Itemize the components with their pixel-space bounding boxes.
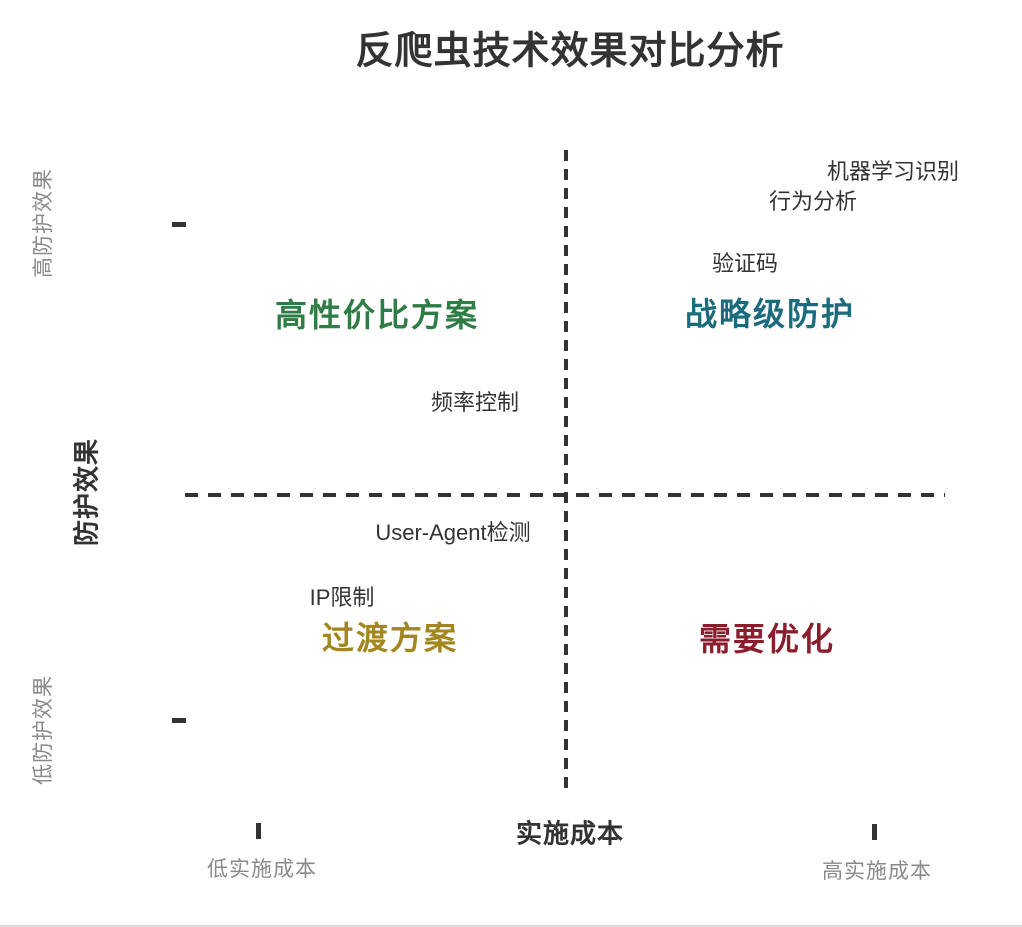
point-label-machine-learning-detection: 机器学习识别 (826, 159, 960, 184)
x-axis-high-label: 高实施成本 (822, 860, 932, 883)
y-axis-high-label: 高防护效果 (32, 168, 55, 278)
x-axis-title: 实施成本 (515, 818, 625, 849)
point-label-rate-limiting: 频率控制 (430, 390, 520, 415)
y-axis-tick-low (172, 718, 186, 723)
x-axis-low-label: 低实施成本 (207, 858, 317, 881)
quadrant-label-top-left: 高性价比方案 (274, 297, 480, 333)
point-label-ip-restriction: IP限制 (309, 585, 375, 610)
y-axis-low-label: 低防护效果 (32, 675, 55, 785)
point-label-behavior-analysis: 行为分析 (768, 189, 858, 214)
chart-title: 反爬虫技术效果对比分析 (355, 30, 785, 73)
y-axis-tick-high (172, 222, 186, 227)
point-label-user-agent-detection: User-Agent检测 (375, 520, 531, 545)
quadrant-label-bottom-right: 需要优化 (698, 621, 836, 657)
x-axis-tick-high (872, 824, 877, 840)
vertical-dashed-axis-line (564, 150, 568, 790)
y-axis-title: 防护效果 (71, 437, 102, 547)
quadrant-label-top-right: 战略级防护 (684, 296, 856, 332)
x-axis-tick-low (256, 823, 261, 839)
quadrant-label-bottom-left: 过渡方案 (321, 620, 459, 656)
point-label-captcha: 验证码 (711, 251, 779, 276)
horizontal-dashed-axis-line (185, 493, 945, 497)
